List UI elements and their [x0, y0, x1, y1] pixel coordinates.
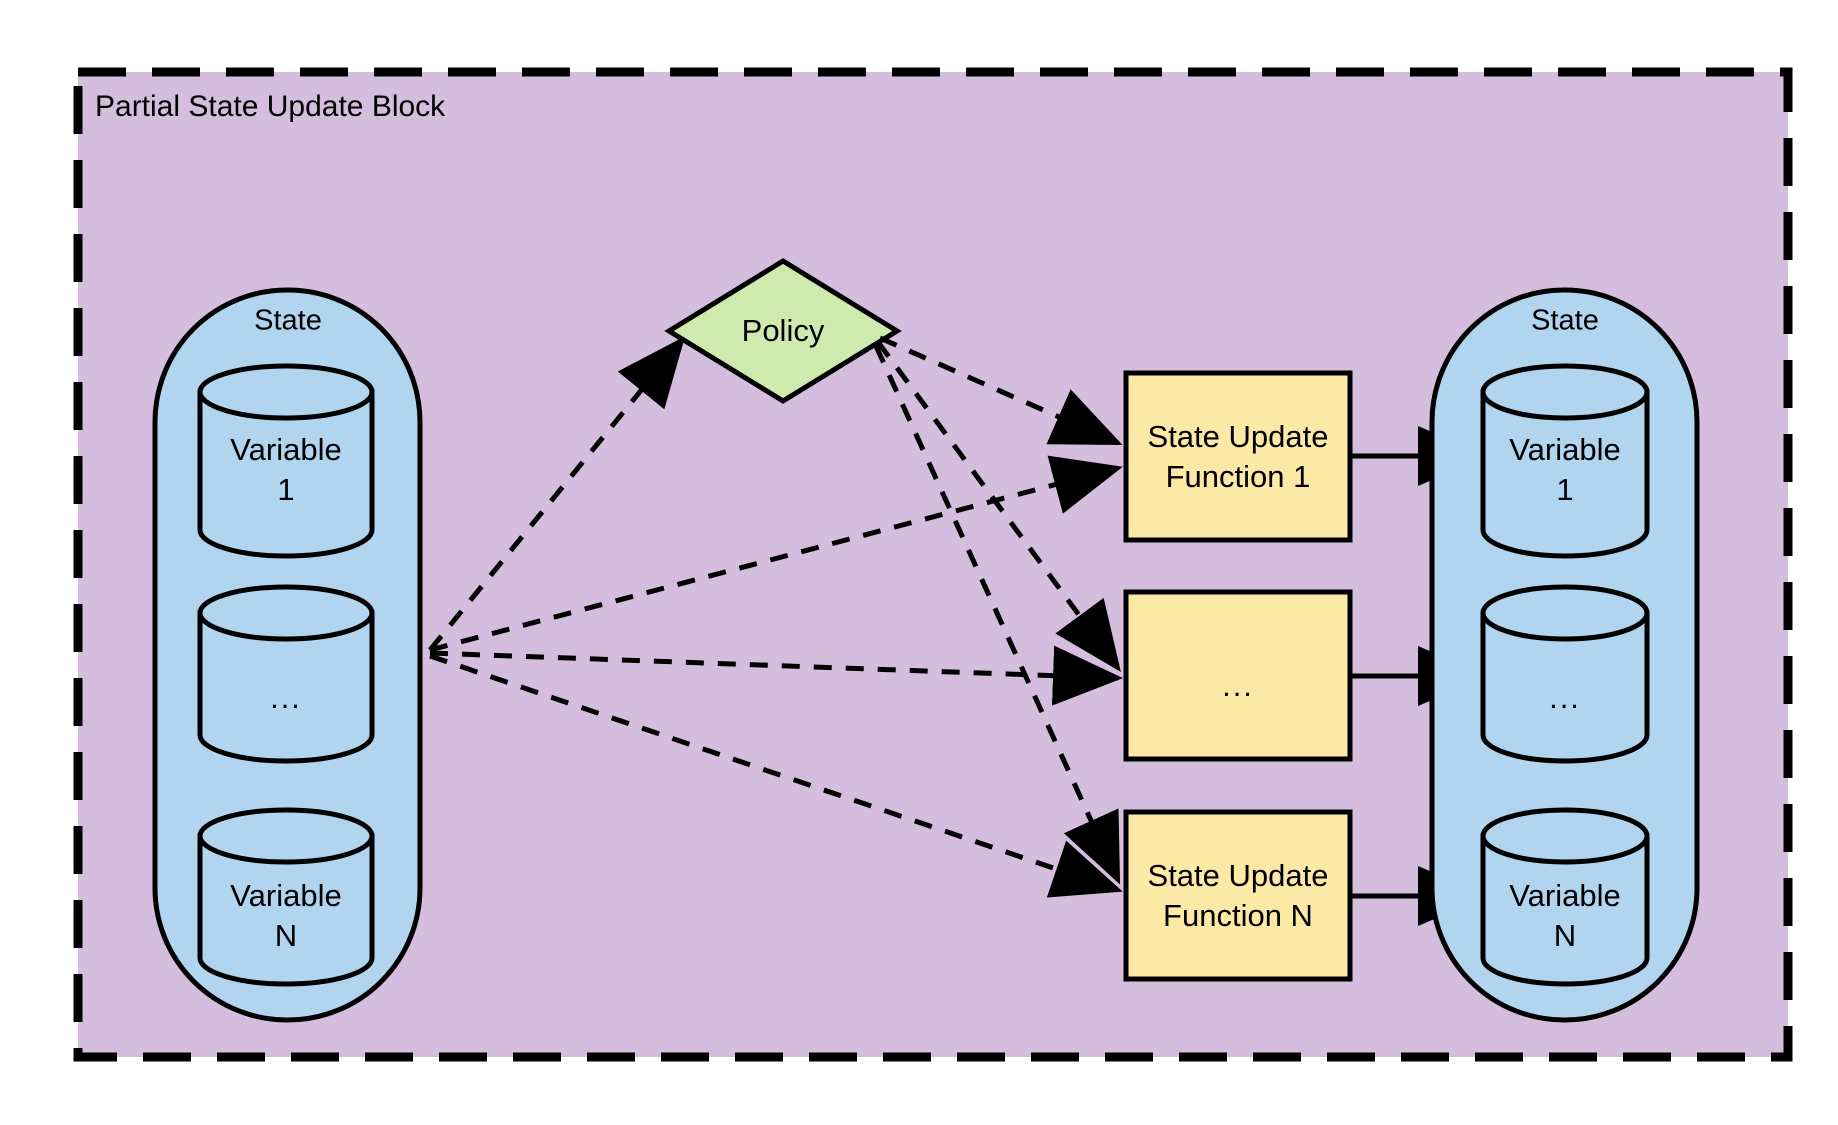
output-state-group: State Variable 1 ... Variable N [1429, 287, 1700, 1023]
output-variable-1-cylinder: Variable 1 [1480, 363, 1650, 559]
edge-policy-to-suf-ellipsis [875, 340, 1121, 673]
edge-state-to-suf-n [429, 653, 1123, 898]
output-variable-ellipsis-cylinder: ... [1480, 584, 1650, 764]
state-update-function-1[interactable]: State Update Function 1 [1123, 370, 1353, 543]
edges-from-input-state [428, 336, 1123, 898]
block-title: Partial State Update Block [95, 90, 446, 123]
state-update-function-ellipsis[interactable]: ... [1123, 589, 1353, 762]
edge-policy-to-suf-1 [878, 335, 1123, 446]
input-state-group: State Variable 1 ... Variable N [152, 287, 423, 1023]
state-update-function-n-line1: State Update [1148, 858, 1329, 893]
input-variable-n-label-line1: Variable [230, 878, 341, 913]
state-update-function-n-box[interactable] [1123, 809, 1353, 982]
output-variable-n-label-line2: N [1554, 918, 1576, 953]
state-update-function-n-line2: Function N [1163, 898, 1313, 933]
policy-label: Policy [742, 313, 825, 348]
input-variable-ellipsis-cylinder: ... [197, 584, 375, 764]
output-variable-n-label-line1: Variable [1509, 878, 1620, 913]
state-update-function-1-line1: State Update [1148, 419, 1329, 454]
edge-state-to-suf-1 [429, 455, 1123, 653]
input-variable-ellipsis-label: ... [270, 680, 302, 715]
policy-node[interactable]: Policy [664, 258, 902, 404]
state-update-function-n[interactable]: State Update Function N [1123, 809, 1353, 982]
input-variable-n-label-line2: N [275, 918, 297, 953]
input-state-label: State [254, 305, 322, 337]
output-state-label: State [1531, 305, 1599, 337]
input-variable-n-cylinder: Variable N [197, 807, 375, 987]
edge-policy-to-suf-n [873, 344, 1121, 885]
output-variable-ellipsis-label: ... [1549, 680, 1581, 715]
input-variable-1-cylinder: Variable 1 [197, 363, 375, 559]
edges-from-policy [873, 335, 1123, 885]
state-update-function-1-line2: Function 1 [1166, 459, 1311, 494]
input-variable-1-label-line1: Variable [230, 432, 341, 467]
state-update-function-ellipsis-box[interactable] [1123, 589, 1353, 762]
output-variable-1-label-line2: 1 [1556, 472, 1573, 507]
output-variable-1-label-line1: Variable [1509, 432, 1620, 467]
output-variable-n-cylinder: Variable N [1480, 807, 1650, 987]
policy-diamond[interactable] [664, 258, 902, 404]
state-update-functions-group: State Update Function 1 ... State Update… [1123, 370, 1353, 982]
input-variable-1-label-line2: 1 [277, 472, 294, 507]
state-update-function-1-box[interactable] [1123, 370, 1353, 543]
state-update-function-ellipsis-label: ... [1222, 668, 1254, 703]
edge-state-to-policy [428, 336, 686, 652]
